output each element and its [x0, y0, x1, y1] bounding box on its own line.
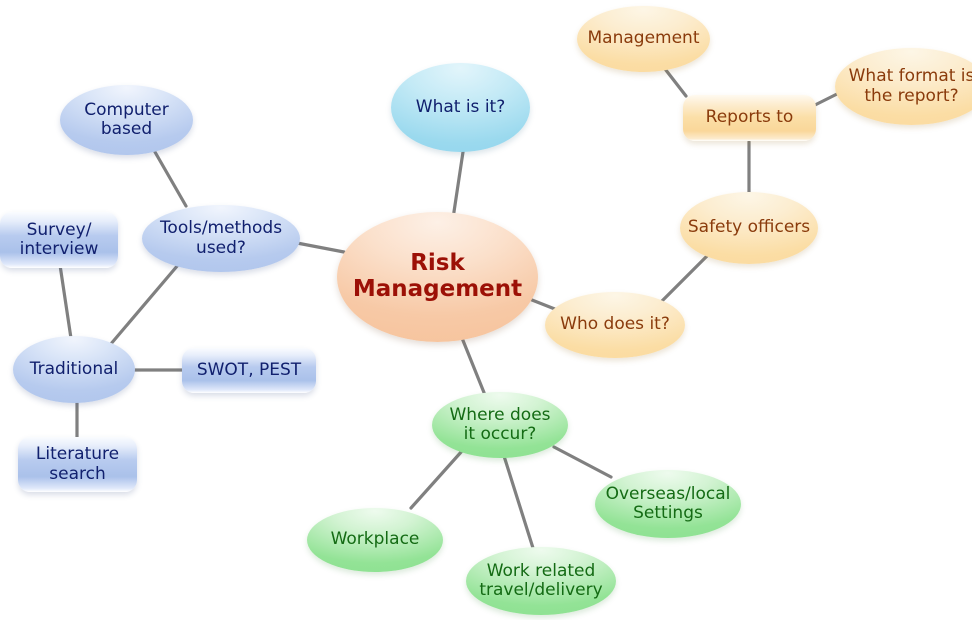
node-label: Workplace [330, 529, 420, 550]
node-label: Reports to [705, 107, 794, 128]
node-overseas-local-settings[interactable]: Overseas/local Settings [595, 470, 741, 538]
edge-who-safety-officers [654, 251, 712, 309]
node-label: Where does it occur? [449, 404, 551, 444]
edge-tools-computer-based [153, 150, 188, 208]
edge-where-work-travel [502, 454, 535, 550]
node-where-does-it-occur[interactable]: Where does it occur? [432, 392, 568, 458]
node-survey-interview[interactable]: Survey/ interview [0, 212, 118, 268]
node-safety-officers[interactable]: Safety officers [680, 192, 818, 264]
node-label: SWOT, PEST [196, 359, 302, 380]
node-management[interactable]: Management [577, 6, 710, 72]
node-what-is-it[interactable]: What is it? [391, 63, 530, 152]
node-traditional[interactable]: Traditional [13, 336, 135, 403]
node-swot-pest[interactable]: SWOT, PEST [182, 348, 316, 393]
node-label: Computer based [84, 99, 169, 139]
edge-survey-traditional [58, 263, 74, 347]
node-label: What format is the report? [848, 66, 972, 106]
node-report-format[interactable]: What format is the report? [835, 48, 972, 125]
node-label: Tools/methods used? [159, 218, 283, 258]
node-literature-search[interactable]: Literature search [18, 437, 137, 492]
node-label: Survey/ interview [19, 219, 99, 259]
node-label: What is it? [415, 96, 506, 117]
node-label: Risk Management [352, 250, 523, 302]
node-label: Traditional [29, 358, 119, 379]
node-risk-management[interactable]: Risk Management [337, 212, 538, 342]
edge-tools-traditional [108, 263, 180, 347]
node-reports-to[interactable]: Reports to [683, 95, 816, 141]
edge-where-overseas [552, 445, 613, 479]
node-work-related-travel[interactable]: Work related travel/delivery [466, 547, 616, 615]
node-computer-based[interactable]: Computer based [60, 85, 193, 155]
node-label: Management [587, 28, 700, 49]
node-tools-methods-used[interactable]: Tools/methods used? [142, 205, 300, 272]
edge-where-workplace [409, 449, 464, 510]
node-workplace[interactable]: Workplace [307, 508, 443, 572]
node-who-does-it[interactable]: Who does it? [545, 292, 685, 358]
node-label: Literature search [35, 444, 120, 484]
node-label: Overseas/local Settings [605, 483, 731, 523]
node-label: Safety officers [687, 217, 811, 238]
node-label: Who does it? [560, 314, 670, 335]
edge-center-where-occur [458, 331, 489, 402]
node-label: Work related travel/delivery [479, 560, 603, 600]
